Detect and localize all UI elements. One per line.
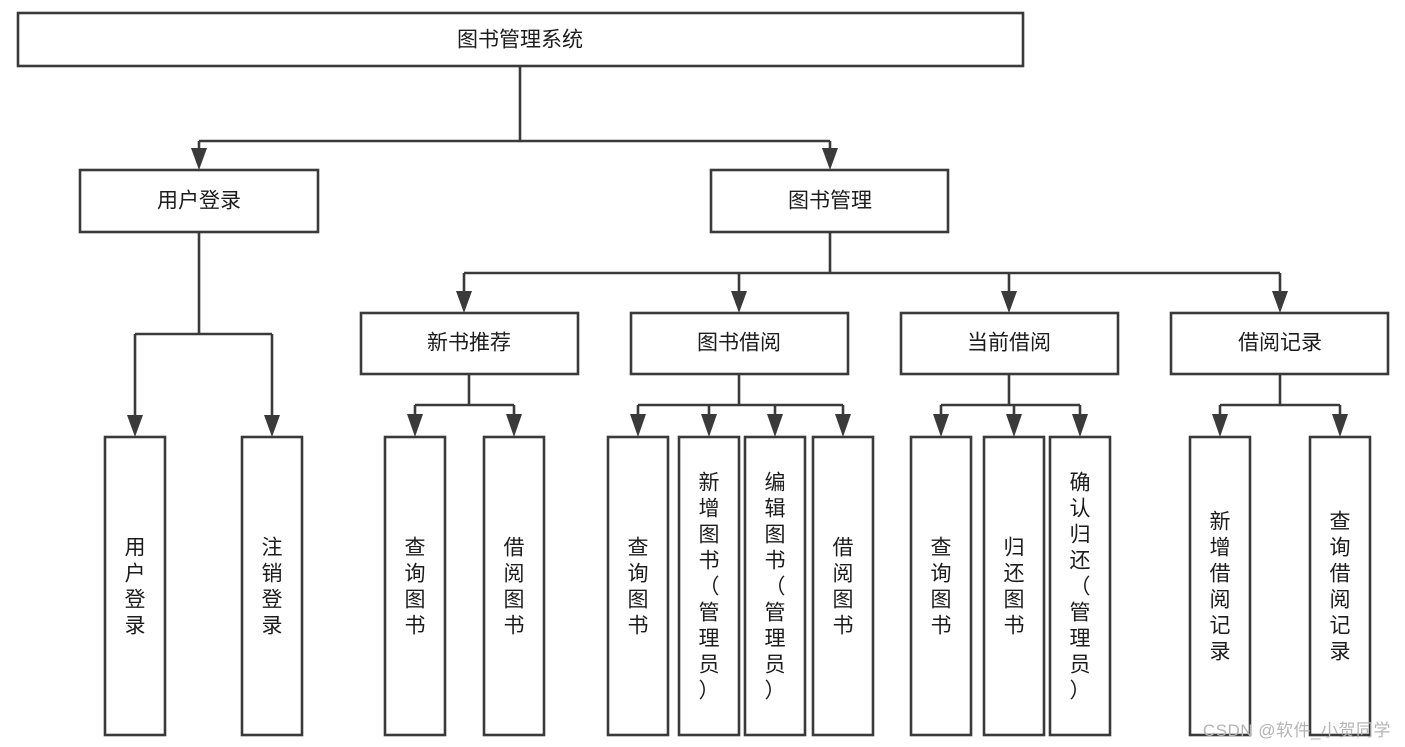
leaf-query-record[interactable]: 查询借阅记录 xyxy=(1308,435,1372,737)
node-user-login-box[interactable] xyxy=(78,168,320,234)
leaf-edit-book-label: 编辑图书（管理员） xyxy=(765,471,786,702)
node-book-management-box[interactable] xyxy=(709,168,950,234)
arrowhead-leaf-query-book-1 xyxy=(407,414,423,437)
arrowhead-leaf-logout xyxy=(264,415,280,437)
leaf-add-record-box[interactable] xyxy=(1188,435,1252,737)
leaf-add-book-label: 新增图书（管理员） xyxy=(699,471,720,702)
leaf-query-record-label: 查询借阅记录 xyxy=(1330,510,1351,663)
leaf-add-record[interactable]: 新增借阅记录 xyxy=(1188,435,1252,737)
arrowhead-book-mgmt xyxy=(822,148,838,170)
leaf-query-book-2-label: 查询图书 xyxy=(628,536,649,637)
arrowhead-bookborrow xyxy=(731,291,747,313)
leaf-query-book-3-box[interactable] xyxy=(909,435,973,737)
node-new-book-recommend-label: 新书推荐 xyxy=(427,332,511,355)
node-current-borrow-box[interactable] xyxy=(899,311,1120,376)
leaf-confirm-return-box[interactable] xyxy=(1048,435,1112,737)
leaf-query-book-2-box[interactable] xyxy=(606,435,670,737)
node-user-login[interactable]: 用户登录 xyxy=(78,168,320,234)
arrowhead-user-login xyxy=(191,148,207,170)
node-new-book-recommend[interactable]: 新书推荐 xyxy=(359,311,580,376)
leaf-user-login-label: 用户登录 xyxy=(125,536,146,637)
node-borrow-record[interactable]: 借阅记录 xyxy=(1169,311,1390,376)
node-user-login-label: 用户登录 xyxy=(157,190,241,213)
leaf-query-book-3[interactable]: 查询图书 xyxy=(909,435,973,737)
arrowhead-currentborrow xyxy=(1001,291,1017,313)
leaf-user-login[interactable]: 用户登录 xyxy=(103,435,167,737)
arrowhead-leaf-confirm-return xyxy=(1072,414,1088,437)
node-borrow-record-box[interactable] xyxy=(1169,311,1390,376)
leaf-borrow-book-2-label: 借阅图书 xyxy=(833,536,854,637)
connector-layer xyxy=(127,66,1348,437)
arrowhead-leaf-borrow-book-1 xyxy=(506,414,522,437)
arrowhead-borrowrecord xyxy=(1272,291,1288,313)
leaf-logout-box[interactable] xyxy=(240,435,304,737)
node-current-borrow[interactable]: 当前借阅 xyxy=(899,311,1120,376)
arrowhead-leaf-add-book xyxy=(701,414,717,437)
arrowhead-leaf-user-login xyxy=(127,415,143,437)
leaf-add-book-box[interactable] xyxy=(677,435,741,737)
arrowhead-leaf-query-book-3 xyxy=(933,414,949,437)
leaf-edit-book[interactable]: 编辑图书（管理员） xyxy=(743,435,807,737)
arrowhead-leaf-borrow-book-2 xyxy=(835,414,851,437)
leaf-borrow-book-2-box[interactable] xyxy=(811,435,875,737)
arrowhead-newbook xyxy=(456,291,472,313)
leaf-user-login-box[interactable] xyxy=(103,435,167,737)
leaf-add-book[interactable]: 新增图书（管理员） xyxy=(677,435,741,737)
leaf-query-book-1[interactable]: 查询图书 xyxy=(383,435,447,737)
leaf-add-record-label: 新增借阅记录 xyxy=(1210,510,1231,663)
arrowhead-leaf-add-record xyxy=(1212,414,1228,437)
leaf-edit-book-box[interactable] xyxy=(743,435,807,737)
leaf-borrow-book-1[interactable]: 借阅图书 xyxy=(482,435,546,737)
leaf-return-book-label: 归还图书 xyxy=(1004,536,1025,637)
leaf-query-book-2[interactable]: 查询图书 xyxy=(606,435,670,737)
arrowhead-leaf-query-book-2 xyxy=(630,414,646,437)
node-borrow-record-label: 借阅记录 xyxy=(1238,332,1322,355)
node-root-label: 图书管理系统 xyxy=(457,29,583,52)
leaf-query-book-3-label: 查询图书 xyxy=(931,536,952,637)
leaf-logout[interactable]: 注销登录 xyxy=(240,435,304,737)
arrowhead-leaf-return-book xyxy=(1006,414,1022,437)
leaf-confirm-return[interactable]: 确认归还（管理员） xyxy=(1048,435,1112,737)
leaf-borrow-book-1-label: 借阅图书 xyxy=(504,536,525,637)
node-root-box[interactable] xyxy=(16,11,1025,68)
leaf-confirm-return-label: 确认归还（管理员） xyxy=(1070,471,1091,702)
node-book-borrow-label: 图书借阅 xyxy=(697,332,781,355)
node-book-borrow[interactable]: 图书借阅 xyxy=(629,311,850,376)
leaf-borrow-book-1-box[interactable] xyxy=(482,435,546,737)
node-root[interactable]: 图书管理系统 xyxy=(16,11,1025,68)
arrowhead-leaf-query-record xyxy=(1332,414,1348,437)
leaf-return-book[interactable]: 归还图书 xyxy=(982,435,1046,737)
node-book-management-label: 图书管理 xyxy=(788,190,872,213)
leaf-node-layer: 用户登录 注销登录 查询图书 借阅图书 查询图书 新增图书（管理员） xyxy=(103,435,1372,737)
leaf-query-book-1-box[interactable] xyxy=(383,435,447,737)
node-new-book-recommend-box[interactable] xyxy=(359,311,580,376)
leaf-query-record-box[interactable] xyxy=(1308,435,1372,737)
leaf-borrow-book-2[interactable]: 借阅图书 xyxy=(811,435,875,737)
leaf-logout-label: 注销登录 xyxy=(262,536,283,637)
leaf-return-book-box[interactable] xyxy=(982,435,1046,737)
node-book-borrow-box[interactable] xyxy=(629,311,850,376)
leaf-query-book-1-label: 查询图书 xyxy=(405,536,426,637)
node-book-management[interactable]: 图书管理 xyxy=(709,168,950,234)
arrowhead-leaf-edit-book xyxy=(767,414,783,437)
node-current-borrow-label: 当前借阅 xyxy=(967,332,1051,355)
